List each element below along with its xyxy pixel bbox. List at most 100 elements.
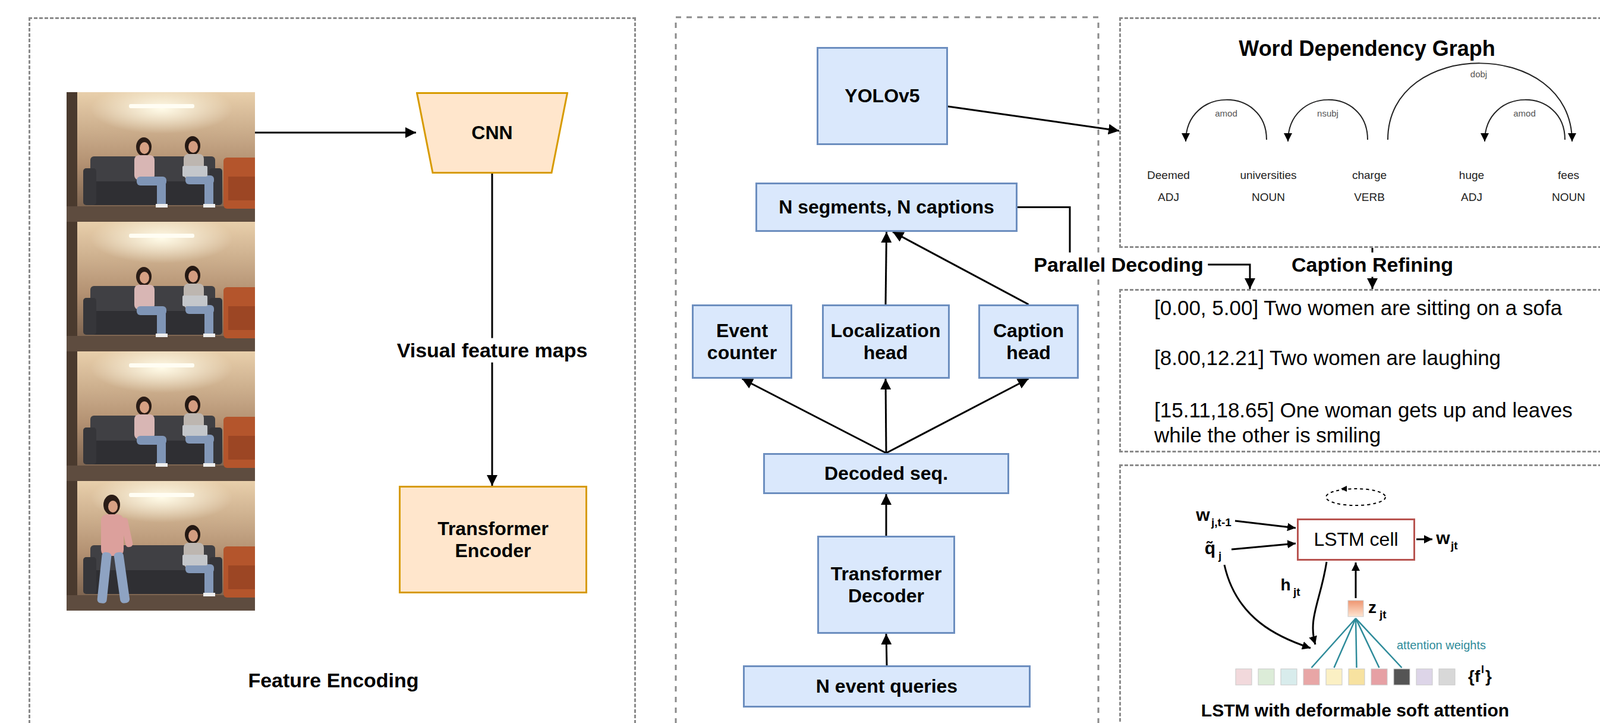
arc-label: dobj	[1470, 69, 1488, 79]
subscript: jt	[1293, 586, 1301, 598]
math-symbol: w	[1195, 505, 1210, 524]
panel-text: [0.00, 5.00] Two women are sitting on a …	[1154, 295, 1595, 321]
feature-cell	[1416, 668, 1433, 685]
lstm-wiring	[1224, 485, 1455, 685]
cnn-trapezoid: CNN	[416, 92, 569, 174]
edge-label: Parallel Decoding	[1028, 252, 1208, 277]
pos-tag: VERB	[1353, 191, 1385, 203]
hidden-state-arrow	[1312, 561, 1327, 645]
flow-arrow	[947, 106, 1120, 131]
context-vector	[1347, 600, 1364, 617]
node-label: YOLOv5	[844, 84, 920, 107]
edge-label: Caption Refining	[1286, 252, 1458, 277]
arc-label: amod	[1214, 108, 1238, 118]
room-scene	[66, 351, 255, 481]
flow-arrow	[491, 173, 494, 486]
panel-text: [8.00,12.21] Two women are laughing	[1154, 345, 1595, 371]
flow-arrow	[742, 378, 887, 453]
person-figure	[134, 266, 168, 337]
process-box: N event queries	[742, 665, 1031, 708]
person-figure	[182, 395, 216, 467]
flow-arrow	[885, 231, 887, 305]
video-frame	[66, 92, 255, 222]
math-symbol: q̃	[1204, 539, 1216, 557]
room-scene	[66, 92, 255, 222]
process-box: YOLOv5	[816, 46, 948, 146]
video-frame	[66, 480, 255, 611]
dependency-arc	[1185, 63, 1573, 142]
process-box: Transformer Decoder	[817, 535, 956, 634]
edge-label: Visual feature maps	[392, 338, 593, 363]
dependency-arc	[1387, 63, 1573, 142]
recurrence-loop	[1326, 488, 1386, 506]
lstm-cell: LSTM cell	[1296, 518, 1416, 561]
recurrence-loop	[1340, 485, 1347, 492]
panel-text: Feature Encoding	[247, 668, 419, 692]
flow-arrow	[886, 378, 1029, 453]
node-label: Event counter	[699, 319, 785, 364]
node-label: CNN	[471, 121, 513, 144]
standing-person	[108, 500, 118, 513]
subscript: jt	[1450, 539, 1458, 551]
attention-line	[1311, 618, 1357, 668]
word: fees	[1557, 169, 1580, 181]
dependency-arc	[1185, 99, 1267, 142]
feature-cell	[1258, 668, 1275, 685]
pos-tag: NOUN	[1251, 191, 1285, 203]
pos-tag: NOUN	[1551, 191, 1586, 203]
person-figure	[134, 396, 168, 467]
person-figure	[134, 137, 168, 208]
standing-person	[103, 494, 121, 515]
flow-arrow	[885, 493, 888, 536]
dashed-panel	[675, 17, 1099, 723]
attention-line	[1355, 618, 1403, 668]
flow-arrow	[254, 131, 417, 134]
node-label: Transformer Decoder	[824, 562, 948, 607]
room-scene	[66, 480, 255, 611]
feature-cell	[1235, 668, 1252, 685]
video-frame	[66, 351, 255, 481]
query-arrow	[1224, 564, 1311, 648]
input-arrow	[1235, 520, 1296, 528]
attention-line	[1355, 618, 1380, 668]
pos-tag: ADJ	[1157, 191, 1180, 203]
panel-text: [15.11,18.65] One woman gets up and leav…	[1154, 397, 1595, 448]
feature-cell	[1371, 668, 1388, 685]
feature-cell	[1348, 668, 1365, 685]
process-box: Localization head	[821, 304, 950, 379]
subscript: jt	[1379, 608, 1387, 620]
standing-person	[113, 551, 131, 604]
attention-line	[1334, 618, 1357, 668]
person-figure	[182, 136, 216, 208]
process-box: Event counter	[691, 304, 793, 379]
flow-arrow	[886, 633, 887, 666]
trapezoid-outline	[417, 93, 568, 173]
standing-person	[120, 517, 134, 548]
room-scene	[66, 221, 255, 352]
dependency-arc	[1287, 99, 1368, 142]
output-arrow	[1416, 538, 1433, 541]
dashed-panel: Word Dependency Graph	[1119, 17, 1600, 248]
feature-cell	[1235, 668, 1455, 685]
standing-person	[96, 494, 134, 604]
pos-tag: ADJ	[1460, 191, 1483, 203]
flow-arrow	[892, 231, 1029, 305]
node-label: Transformer Encoder	[406, 517, 580, 562]
caption-panel: [0.00, 5.00] Two women are sitting on a …	[1119, 288, 1600, 453]
feature-cell	[1326, 668, 1343, 685]
math-symbol: z	[1368, 599, 1377, 616]
node-label: LSTM cell	[1313, 528, 1398, 551]
word: huge	[1459, 169, 1485, 181]
encoder-box: Transformer Encoder	[398, 485, 588, 594]
person-figure	[182, 524, 216, 597]
dashed-panel: LSTM cellLSTM with deformable soft atten…	[1119, 464, 1600, 723]
feature-cell	[1303, 668, 1320, 685]
video-frame	[66, 221, 255, 352]
dashed-panel: CNN Transformer EncoderFeature Encoding	[28, 17, 636, 723]
math-symbol: }	[1485, 668, 1492, 685]
feature-cell	[1393, 668, 1410, 685]
panel-text: LSTM with deformable soft attention	[1201, 700, 1510, 721]
math-symbol: h	[1280, 576, 1291, 594]
feature-cell	[1438, 668, 1455, 685]
